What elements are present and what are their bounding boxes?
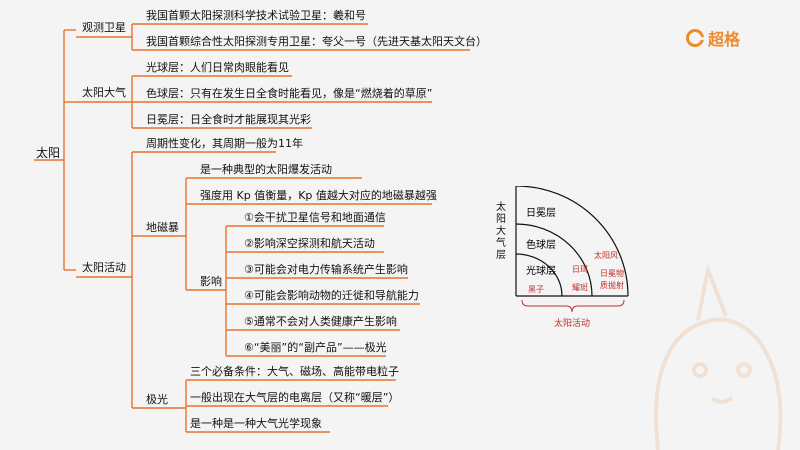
brand-name: 超格 <box>708 30 741 49</box>
activity-node: 太阳活动 <box>82 261 126 274</box>
atmosphere-item-1: 光球层：人们日常肉眼能看见 <box>146 61 289 74</box>
root-node: 太阳 <box>36 146 61 160</box>
impact-node: 影响 <box>200 275 222 288</box>
impact-item-6: ⑥“美丽”的“副产品”——极光 <box>244 341 387 354</box>
impact-item-1: ①会干扰卫星信号和地面通信 <box>244 211 386 224</box>
aurora-item-3: 是一种是一种大气光学现象 <box>190 417 322 430</box>
activity-cme-1: 日冕物 <box>600 268 624 278</box>
photosphere-arc <box>515 253 563 297</box>
layer-label-photosphere: 光球层 <box>526 264 556 277</box>
activity-flare: 耀斑 <box>572 282 588 292</box>
aurora-item-1: 三个必备条件：大气、磁场、高能带电粒子 <box>190 365 399 378</box>
corona-arc <box>515 186 629 297</box>
activity-brace <box>521 299 625 313</box>
impact-item-3: ③可能会对电力传输系统产生影响 <box>244 263 408 276</box>
vertical-label: 太 阳 大 气 层 <box>496 200 506 261</box>
activity-period: 周期性变化，其周期一般为11年 <box>146 137 303 150</box>
activity-bottom-label: 太阳活动 <box>554 317 590 329</box>
chaoge-logo-icon <box>686 29 704 47</box>
aurora-item-2: 一般出现在大气层的电离层（又称“暖层”） <box>190 391 400 404</box>
impact-item-4: ④可能会影响动物的迁徙和导航能力 <box>244 289 419 302</box>
sun-layer-diagram: 太 阳 大 气 层 日冕层 色球层 光球层 黑子 日珥 耀斑 太阳风 日冕物 质… <box>496 186 629 329</box>
observe-item-2: 我国首颗综合性太阳探测专用卫星：夸父一号（先进天基太阳天文台） <box>146 35 487 48</box>
storm-item-1: 是一种典型的太阳爆发活动 <box>200 163 332 176</box>
vertical-label-char: 层 <box>496 249 506 261</box>
vertical-label-char: 气 <box>496 236 506 249</box>
activity-prominence: 日珥 <box>572 265 588 274</box>
activity-solar-wind: 太阳风 <box>594 250 618 260</box>
layer-label-chromosphere: 色球层 <box>526 238 556 251</box>
layer-label-corona: 日冕层 <box>526 207 556 219</box>
observe-item-1: 我国首颗太阳探测科学技术试验卫星：羲和号 <box>146 9 366 22</box>
chromosphere-arc <box>515 223 593 297</box>
atmosphere-item-3: 日冕层：日全食时才能展现其光彩 <box>146 113 311 126</box>
storm-item-2: 强度用 Kp 值衡量，Kp 值越大对应的地磁暴越强 <box>200 189 437 202</box>
vertical-label-char: 阳 <box>496 213 506 225</box>
atmosphere-node: 太阳大气 <box>82 86 126 99</box>
impact-item-5: ⑤通常不会对人类健康产生影响 <box>244 315 397 328</box>
impact-item-2: ②影响深空探测和航天活动 <box>244 237 375 250</box>
atmosphere-item-2: 色球层：只有在发生日全食时能看见，像是“燃烧着的草原” <box>146 87 433 100</box>
brand-logo: 超格 <box>686 26 740 50</box>
aurora-node: 极光 <box>146 393 168 406</box>
vertical-label-char: 太 <box>496 200 506 213</box>
activity-cme-2: 质抛射 <box>600 280 624 290</box>
mascot-watermark <box>654 262 783 450</box>
activity-sunspot: 黑子 <box>528 285 544 294</box>
observe-node: 观测卫星 <box>82 21 126 34</box>
vertical-label-char: 大 <box>496 224 506 237</box>
storm-node: 地磁暴 <box>146 221 179 234</box>
